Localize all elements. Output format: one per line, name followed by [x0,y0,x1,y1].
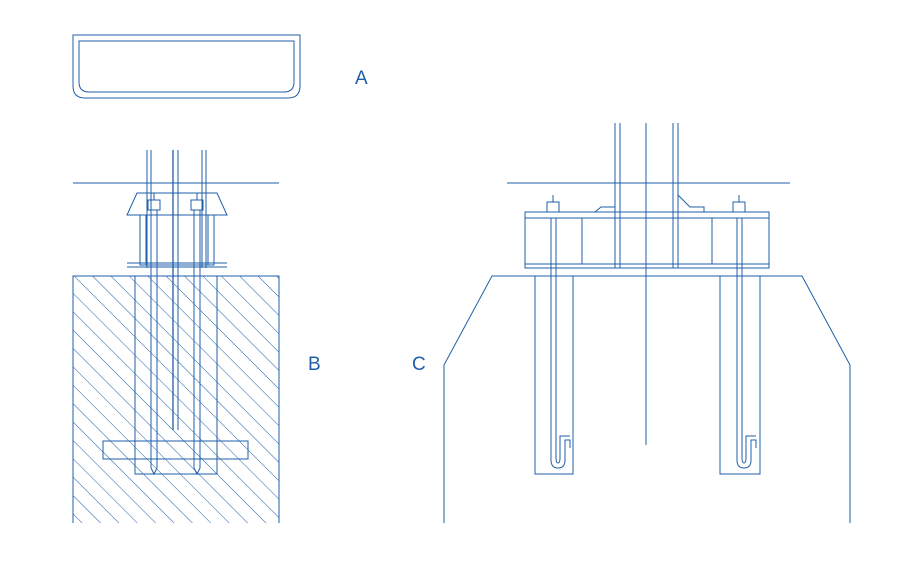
detail-c-nut-right [732,201,746,213]
detail-c-nut-left [546,201,560,213]
detail-b-concrete [73,276,279,523]
detail-b-nut-left [147,199,161,211]
detail-c-bolt-right [736,218,757,469]
label-a: A [355,68,368,89]
detail-b-pocket [134,275,218,475]
detail-b-nut-right [190,199,204,211]
detail-c-base-plate [524,211,770,269]
detail-c-pocket-right [719,275,761,475]
label-b: B [308,354,321,375]
detail-c-pocket-left [534,275,574,475]
detail-a-tray-section [72,34,301,99]
detail-c-bolt-left [550,218,571,469]
detail-b-top-flange [126,192,228,216]
detail-c-concrete [443,275,851,523]
detail-c-anchor-section [443,123,851,523]
detail-b-anchor-plate [102,440,249,460]
label-c: C [412,354,426,375]
detail-b-anchor-section [72,150,280,523]
